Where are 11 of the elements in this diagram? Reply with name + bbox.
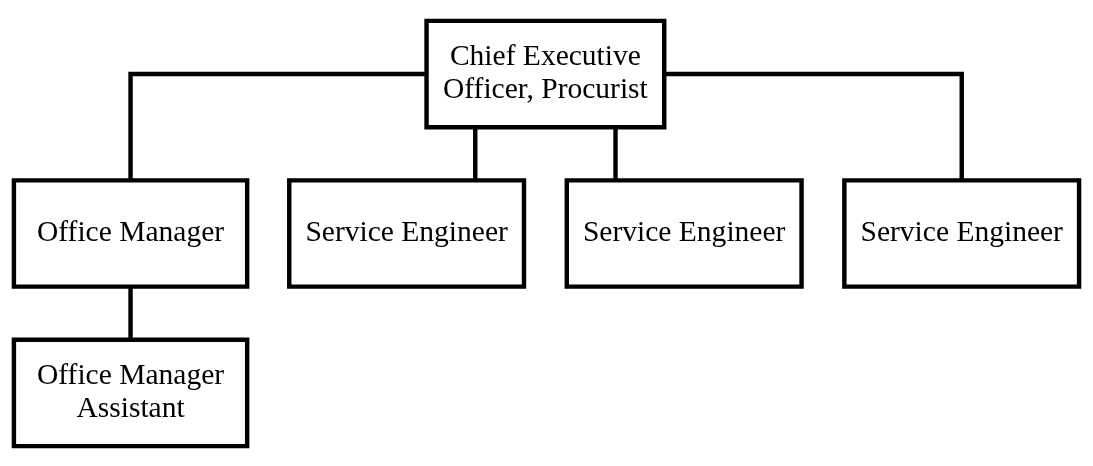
node-box: Service Engineer — [287, 177, 527, 289]
node-box: Office Manager Assistant — [11, 337, 250, 448]
node-box: Service Engineer — [842, 177, 1082, 289]
connector — [128, 71, 427, 180]
connector — [128, 286, 133, 339]
connector — [473, 127, 478, 180]
node-box: Service Engineer — [564, 177, 804, 289]
node-box: Office Manager — [11, 177, 250, 289]
connector — [664, 71, 964, 180]
node-box: Chief Executive Officer, Procurist — [424, 18, 667, 129]
connector — [613, 127, 618, 180]
